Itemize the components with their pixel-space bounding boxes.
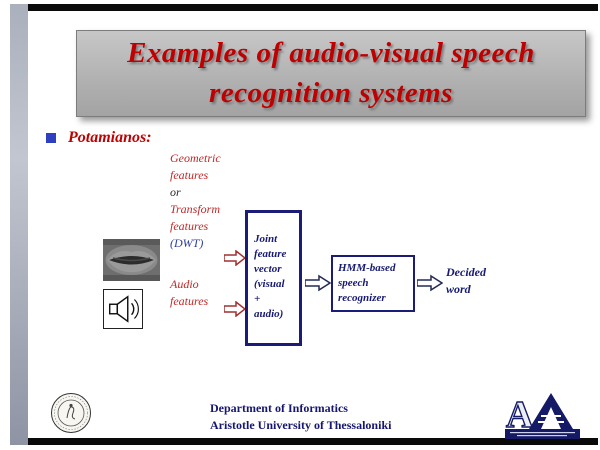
top-edge-bar xyxy=(28,4,598,11)
joint-line-3: vector xyxy=(254,263,282,275)
joint-line-5: + xyxy=(254,293,261,305)
footer-line-2: Aristotle University of Thessaloniki xyxy=(210,418,392,432)
left-edge-bar xyxy=(10,4,28,445)
visual-features-label: Geometric features or Transform features… xyxy=(170,150,221,252)
slide-title-line-1: Examples of audio-visual speech xyxy=(127,37,535,69)
output-line-1: Decided xyxy=(446,265,486,279)
bullet-item: Potamianos: xyxy=(46,129,152,147)
vf-line-5: features xyxy=(170,219,209,233)
vf-line-4: Transform xyxy=(170,202,221,216)
vf-line-6: (DWT) xyxy=(170,236,204,250)
title-banner: Examples of audio-visual speech recognit… xyxy=(76,30,586,117)
decided-word-label: Decided word xyxy=(446,264,486,298)
arrow-audio-to-joint xyxy=(224,301,246,317)
bullet-square-icon xyxy=(46,133,56,143)
joint-line-6: audio) xyxy=(254,308,284,320)
slide-title-line-2: recognition systems xyxy=(209,77,453,109)
hmm-recognizer-box: HMM-based speech recognizer xyxy=(331,255,415,312)
arrow-joint-to-hmm xyxy=(305,274,331,292)
joint-line-2: feature xyxy=(254,248,287,260)
lips-photo-graphic xyxy=(103,239,160,281)
speaker-glyph xyxy=(108,295,139,323)
arrow-visual-to-joint xyxy=(224,250,246,266)
arrow-hmm-to-output xyxy=(417,274,443,292)
af-line-1: Audio xyxy=(170,277,199,291)
hmm-line-2: speech xyxy=(338,277,369,289)
speaker-icon xyxy=(103,289,143,329)
auth-logo-graphic: A xyxy=(505,393,580,439)
auth-logo: A xyxy=(505,391,580,439)
output-line-2: word xyxy=(446,282,471,296)
af-line-2: features xyxy=(170,294,209,308)
joint-line-4: (visual xyxy=(254,278,285,290)
hmm-line-3: recognizer xyxy=(338,292,386,304)
joint-feature-vector-box: Joint feature vector (visual + audio) xyxy=(245,210,302,346)
university-seal-logo xyxy=(50,392,92,434)
audio-features-label: Audio features xyxy=(170,276,208,310)
seal-graphic xyxy=(51,393,91,433)
footer-affiliation: Department of Informatics Aristotle Univ… xyxy=(210,400,391,434)
bottom-edge-bar xyxy=(28,438,598,445)
vf-line-2: features xyxy=(170,168,209,182)
joint-line-1: Joint xyxy=(254,233,278,245)
vf-line-1: Geometric xyxy=(170,151,221,165)
vf-line-3: or xyxy=(170,185,181,199)
hmm-line-1: HMM-based xyxy=(338,262,396,274)
bullet-label: Potamianos: xyxy=(68,129,152,146)
footer-line-1: Department of Informatics xyxy=(210,401,348,415)
lips-image xyxy=(103,239,160,281)
